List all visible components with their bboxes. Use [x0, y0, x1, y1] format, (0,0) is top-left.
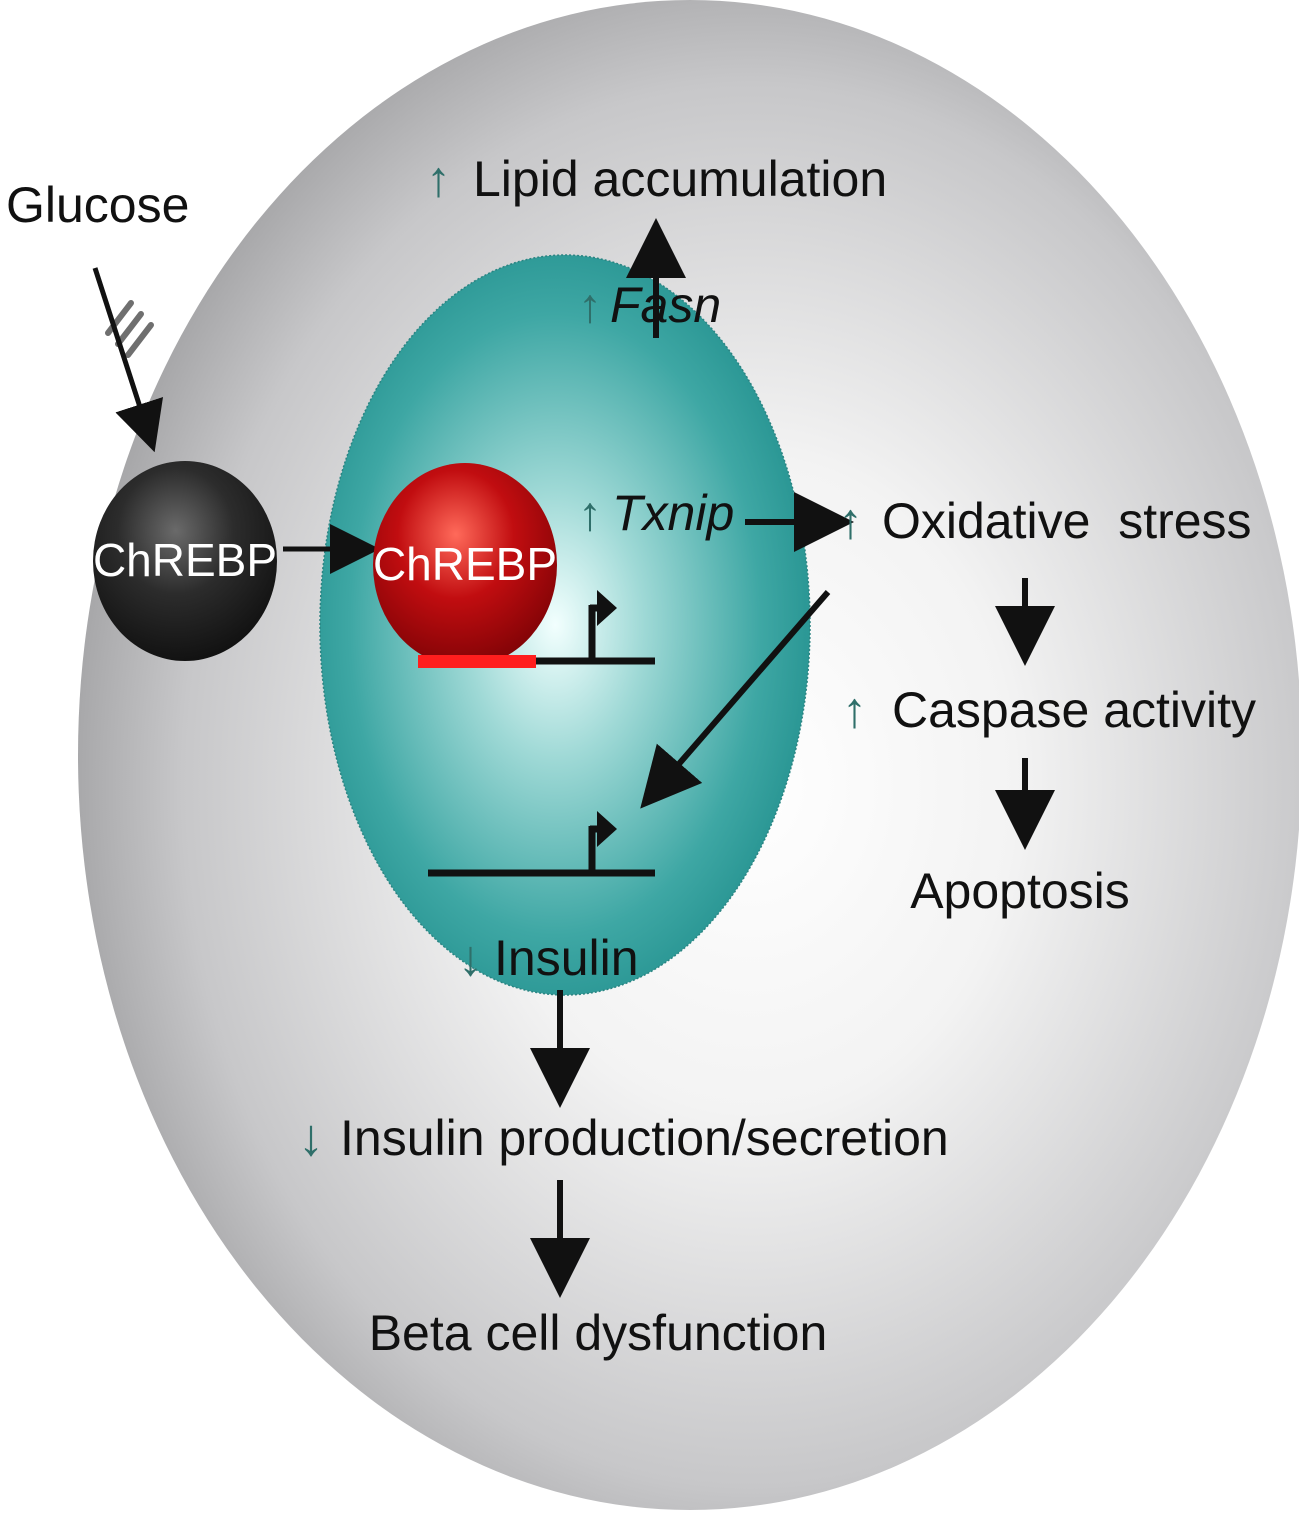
- insulin-label: Insulin: [494, 930, 639, 986]
- insulin-production-down-indicator: ↓: [298, 1109, 324, 1167]
- apoptosis-label: Apoptosis: [910, 863, 1130, 919]
- caspase-activity-label: Caspase activity: [892, 682, 1256, 738]
- nucleus: [319, 254, 811, 996]
- lipid-up-indicator: ↑: [426, 151, 451, 207]
- transcription-start-icon-upper: [588, 590, 617, 661]
- txnip-up-indicator: ↑: [578, 488, 602, 541]
- chrebp-cytoplasm-node: [93, 461, 277, 661]
- chrebp-cytoplasm-label: ChREBP: [93, 534, 277, 586]
- glucose-label: Glucose: [6, 177, 189, 233]
- caspase-up-indicator: ↑: [842, 682, 867, 738]
- txnip-label: Txnip: [612, 485, 734, 541]
- fasn-up-indicator: ↑: [578, 280, 602, 333]
- beta-cell-dysfunction-label: Beta cell dysfunction: [369, 1305, 828, 1361]
- insulin-production-label: Insulin production/secretion: [340, 1110, 949, 1166]
- insulin-down-indicator: ↓: [458, 930, 483, 986]
- oxidative-up-indicator: ↑: [838, 493, 863, 549]
- stress-to-insulin-gene-arrow: [640, 590, 831, 809]
- chrebp-nucleus-label: ChREBP: [373, 538, 557, 590]
- oxidative-stress-label: Oxidative stress: [882, 493, 1252, 549]
- promoter-binding-site: [418, 655, 536, 668]
- transcription-start-icon-lower: [588, 811, 617, 873]
- chrebp-nucleus-node: [373, 463, 557, 667]
- fasn-label: Fasn: [610, 277, 721, 333]
- lipid-accumulation-label: Lipid accumulation: [473, 151, 887, 207]
- glucose-arrow: [92, 267, 164, 453]
